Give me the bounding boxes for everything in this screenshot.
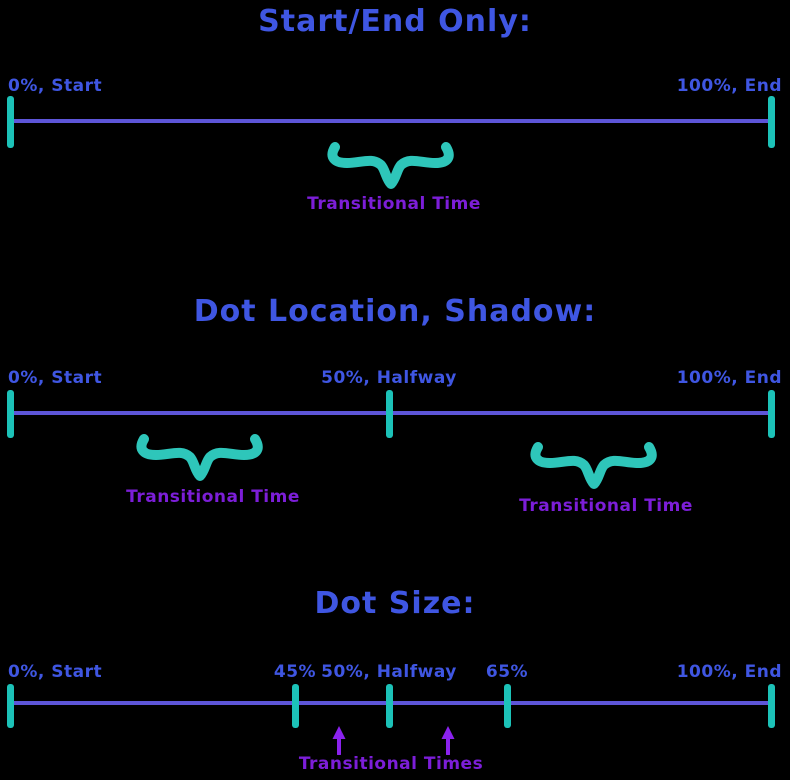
timeline-tick (7, 390, 14, 438)
timeline-tick (7, 96, 14, 148)
tick-label: 0%, Start (8, 76, 103, 96)
caption-transitional-time: Transitional Time (126, 487, 300, 507)
section-title: Start/End Only: (258, 4, 532, 39)
up-arrow-icon (441, 726, 455, 755)
timeline-tick (768, 390, 775, 438)
section-title: Dot Size: (314, 586, 476, 621)
section-title: Dot Location, Shadow: (193, 294, 597, 329)
tick-label: 0%, Start (8, 662, 103, 682)
timeline-tick (386, 390, 393, 438)
timeline-tick (768, 96, 775, 148)
caption-transitional-time: Transitional Time (519, 496, 693, 516)
underbrace-icon (530, 442, 657, 489)
tick-label: 50%, Halfway (321, 662, 457, 682)
timeline-line (8, 119, 775, 123)
tick-label: 0%, Start (8, 368, 103, 388)
underbrace-icon (327, 142, 454, 189)
tick-label: 45% (273, 662, 317, 682)
tick-label: 100%, End (676, 662, 782, 682)
up-arrow-icon (332, 726, 346, 755)
tick-label: 100%, End (676, 368, 782, 388)
timeline-tick (768, 684, 775, 728)
tick-label: 65% (485, 662, 529, 682)
timeline-line (8, 701, 775, 705)
timeline-tick (292, 684, 299, 728)
caption-transitional-time: Transitional Time (307, 194, 481, 214)
tick-label: 50%, Halfway (321, 368, 457, 388)
caption-transitional-times: Transitional Times (298, 754, 484, 774)
timeline-tick (504, 684, 511, 728)
underbrace-icon (136, 434, 263, 481)
timeline-tick (7, 684, 14, 728)
timeline-line (8, 411, 775, 415)
timeline-tick (386, 684, 393, 728)
tick-label: 100%, End (676, 76, 782, 96)
